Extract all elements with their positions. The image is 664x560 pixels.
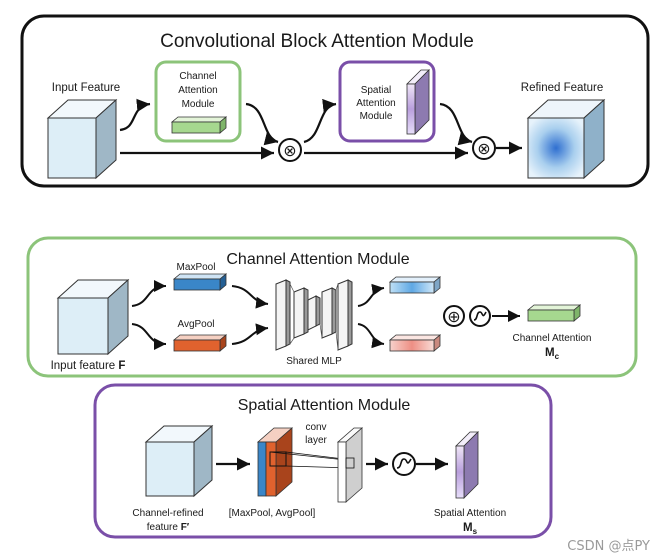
spatial-input-symbol: F′ — [181, 522, 190, 533]
channel-module-title: Channel Attention Module — [226, 251, 409, 268]
cbam-connectors — [119, 98, 522, 160]
spatial-box-line-3: Module — [360, 111, 393, 122]
channel-box-line-1: Channel — [179, 71, 216, 82]
multiply-op-1: ⊗ — [278, 138, 302, 162]
maxpool-label: MaxPool — [177, 262, 216, 273]
spatial-input-label-line-2: feature F′ — [147, 522, 190, 533]
spatial-output-symbol-sub: s — [473, 527, 478, 536]
sum-op: ⊕ — [443, 305, 465, 327]
sigmoid-op-spatial — [392, 452, 416, 476]
shared-mlp — [275, 279, 353, 351]
spatial-attention-panel: Spatial Attention Module Channel-refined… — [93, 383, 553, 539]
avgpool-label: AvgPool — [177, 319, 214, 330]
channel-output-label: Channel Attention — [513, 333, 592, 344]
spatial-output-symbol-main: M — [463, 522, 473, 534]
shared-mlp-label: Shared MLP — [286, 356, 342, 367]
spatial-attention-output-map — [455, 431, 479, 499]
multiply-symbol-1: ⊗ — [283, 143, 296, 160]
channel-output-symbol-sub: c — [555, 352, 560, 361]
mlp-output-blue-bar — [388, 276, 442, 294]
refined-feature-label: Refined Feature — [521, 82, 603, 94]
spatial-module-title: Spatial Attention Module — [238, 397, 411, 414]
spatial-attention-map — [406, 69, 430, 135]
channel-input-cube — [56, 278, 130, 356]
spatial-box-line-1: Spatial — [361, 85, 392, 96]
spatial-output-symbol: Ms — [463, 522, 478, 536]
avgpool-bar — [172, 334, 228, 352]
channel-output-symbol: Mc — [545, 347, 560, 361]
channel-input-label: Input feature F — [51, 360, 126, 372]
spatial-input-cube — [144, 424, 214, 498]
channel-input-label-text: Input feature — [51, 360, 119, 372]
channel-box-line-3: Module — [182, 99, 215, 110]
input-feature-label: Input Feature — [52, 82, 120, 94]
sigmoid-op-channel — [469, 305, 491, 327]
cbam-panel: Convolutional Block Attention Module Inp… — [20, 14, 650, 188]
multiply-symbol-2: ⊗ — [477, 141, 490, 158]
conv-label-line-2: layer — [305, 435, 327, 446]
channel-attention-panel: Channel Attention Module Input feature F… — [26, 236, 638, 378]
spatial-input-label-text: feature — [147, 522, 181, 533]
multiply-op-2: ⊗ — [472, 136, 496, 160]
cbam-title: Convolutional Block Attention Module — [160, 31, 474, 52]
channel-connectors — [131, 280, 520, 350]
channel-output-symbol-main: M — [545, 347, 555, 359]
pooled-feature-maps — [256, 427, 294, 497]
input-feature-cube — [46, 98, 118, 180]
pool-label: [MaxPool, AvgPool] — [229, 508, 316, 519]
refined-feature-cube — [526, 98, 606, 180]
watermark: CSDN @点PY — [567, 539, 650, 554]
channel-attention-output-bar — [526, 304, 582, 322]
channel-attention-bar — [170, 116, 228, 134]
sum-symbol: ⊕ — [447, 309, 460, 326]
spatial-box-line-2: Attention — [356, 98, 395, 109]
channel-input-symbol: F — [118, 360, 125, 372]
spatial-input-label-line-1: Channel-refined — [132, 508, 203, 519]
maxpool-bar — [172, 273, 228, 291]
mlp-output-pink-bar — [388, 334, 442, 352]
channel-box-line-2: Attention — [178, 85, 217, 96]
conv-output-map — [336, 427, 364, 503]
conv-label-line-1: conv — [305, 422, 326, 433]
spatial-output-label: Spatial Attention — [434, 508, 506, 519]
